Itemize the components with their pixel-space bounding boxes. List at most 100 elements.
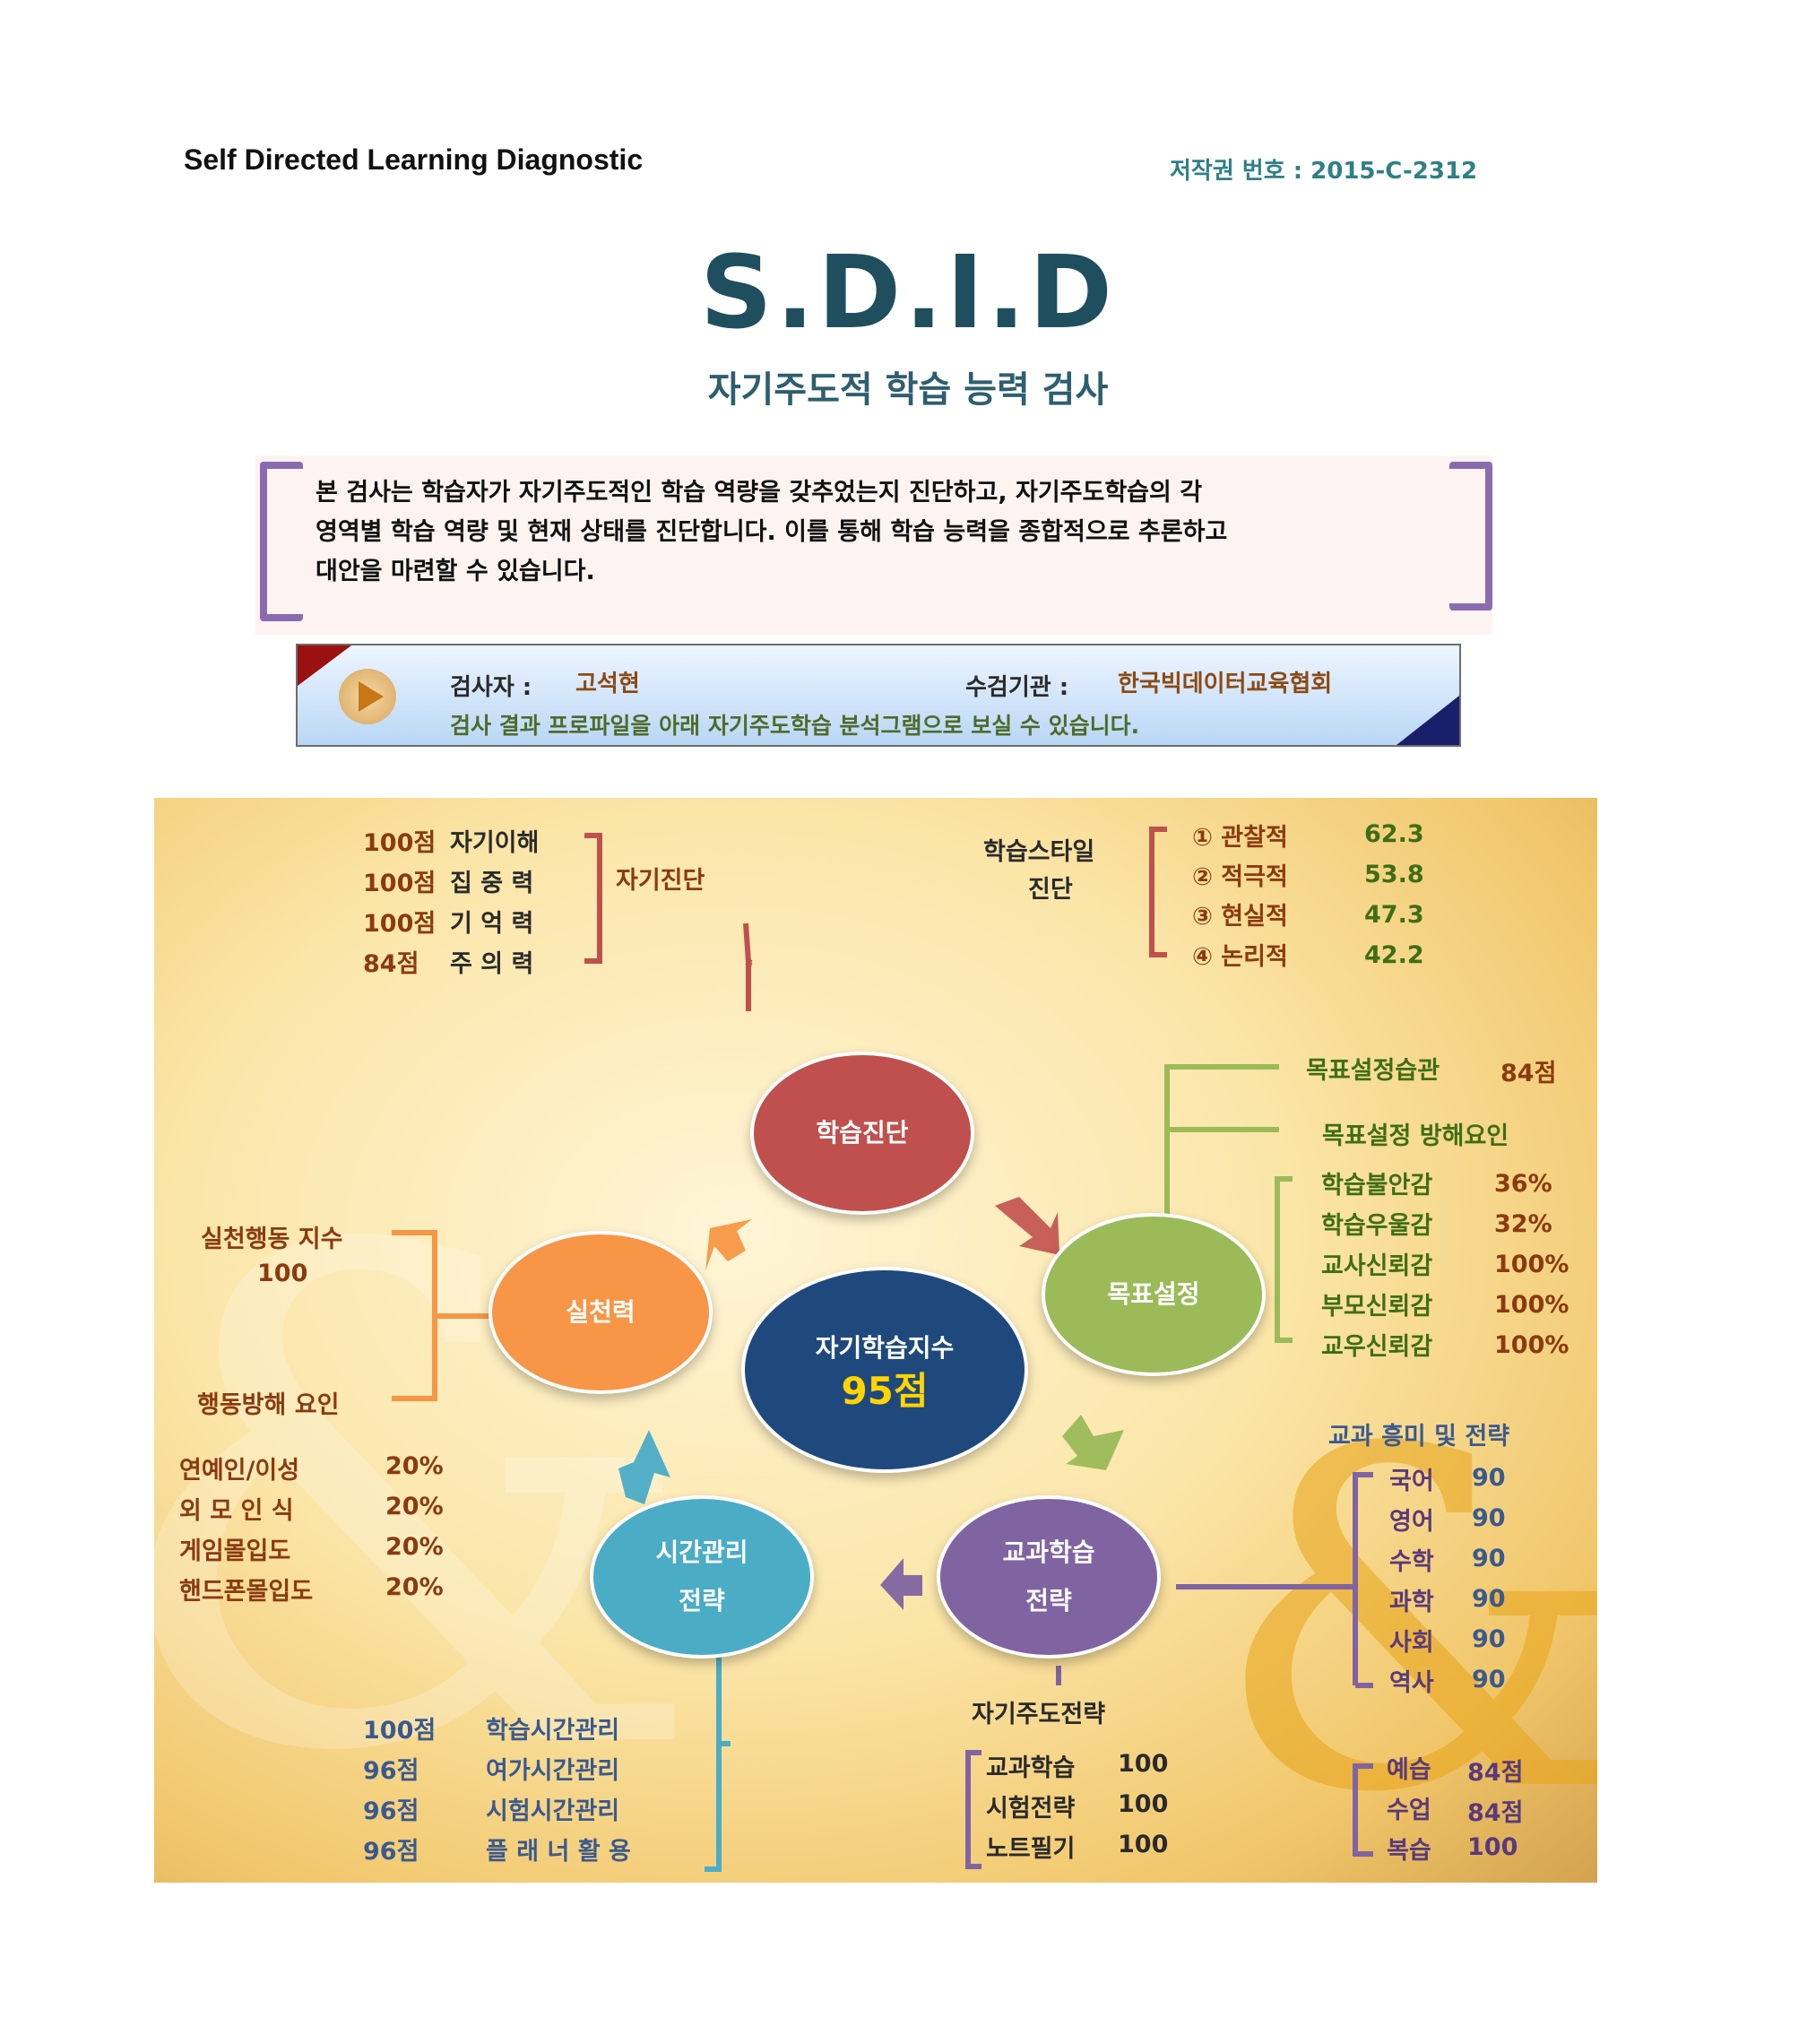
- arrow-to-time: [880, 1558, 922, 1610]
- time-name: 시험시간관리: [486, 1797, 620, 1825]
- goal-factor-name: 학습우울감: [1321, 1212, 1433, 1240]
- diagram-connectors: & &: [154, 827, 1597, 1883]
- time-score: 96점: [363, 1757, 419, 1785]
- style-value: 42.2: [1364, 941, 1424, 969]
- node-practice[interactable]: 실천력: [489, 1231, 713, 1394]
- node-time-label: 시간관리: [655, 1537, 748, 1567]
- strategy-name: 시험전략: [986, 1795, 1076, 1823]
- examinee-info-box: 검사자 : 고석현 수검기관 : 한국빅데이터교육협회 검사 결과 프로파일을 …: [296, 644, 1461, 747]
- center-label: 자기학습지수: [815, 1333, 955, 1363]
- style-name: ④ 논리적: [1192, 943, 1288, 971]
- style-name: ① 관찰적: [1192, 824, 1288, 852]
- study-value: 84점: [1467, 1799, 1524, 1827]
- time-name: 학습시간관리: [486, 1717, 620, 1745]
- goal-factor-value: 100%: [1494, 1331, 1570, 1359]
- self-diagnosis-label: 자기진단: [616, 867, 705, 895]
- subject-value: 90: [1472, 1585, 1506, 1613]
- subject-interest-label: 교과 흥미 및 전략: [1328, 1423, 1510, 1451]
- style-name: ② 적극적: [1192, 863, 1288, 891]
- learning-style-label: 학습스타일: [983, 838, 1095, 866]
- strategy-name: 노트필기: [986, 1835, 1076, 1863]
- arrow-to-subject: [1062, 1415, 1124, 1470]
- subject-value: 90: [1472, 1464, 1506, 1492]
- intro-right-bracket: [1449, 462, 1492, 611]
- node-goal-label: 목표설정: [1107, 1279, 1200, 1309]
- self-diag-name: 집 중 력: [450, 870, 534, 897]
- strategy-name: 교과학습: [986, 1754, 1076, 1782]
- practice-factor-name: 연예인/이성: [179, 1457, 300, 1485]
- subject-name: 과학: [1389, 1589, 1434, 1616]
- goal-factor-value: 36%: [1494, 1170, 1552, 1198]
- practice-factor-value: 20%: [385, 1573, 444, 1601]
- subject-name: 사회: [1389, 1629, 1434, 1657]
- strategy-value: 100: [1118, 1790, 1169, 1818]
- practice-factor-value: 20%: [385, 1452, 444, 1480]
- header-title: Self Directed Learning Diagnostic: [184, 143, 644, 176]
- intro-left-bracket: [260, 462, 303, 621]
- examinee-name: 고석현: [575, 671, 640, 697]
- intro-background: [255, 455, 1492, 635]
- practice-index-label: 실천행동 지수: [201, 1226, 343, 1253]
- institution-label: 수검기관 :: [965, 674, 1069, 701]
- goal-factor-value: 100%: [1494, 1291, 1570, 1319]
- corner-decoration: [298, 645, 351, 686]
- subject-name: 역사: [1389, 1669, 1434, 1697]
- center-score: 95점: [841, 1369, 929, 1413]
- strategy-value: 100: [1118, 1750, 1169, 1778]
- goal-factor-name: 학습불안감: [1321, 1172, 1433, 1200]
- node-subject-label: 교과학습: [1002, 1537, 1095, 1567]
- subject-name: 영어: [1389, 1508, 1434, 1536]
- goal-factor-name: 교사신뢰감: [1321, 1252, 1433, 1280]
- practice-factor-name: 핸드폰몰입도: [179, 1578, 314, 1606]
- goal-factor-value: 100%: [1494, 1251, 1570, 1278]
- examinee-label: 검사자 :: [450, 674, 532, 701]
- subject-name: 수학: [1389, 1548, 1434, 1576]
- copyright-number: 저작권 번호 : 2015-C-2312: [1170, 158, 1478, 185]
- ampersand-decoration: &: [1212, 1351, 1597, 1883]
- intro-line: 대안을 마련할 수 있습니다.: [316, 558, 595, 585]
- node-diagnosis[interactable]: 학습진단: [750, 1052, 974, 1215]
- subject-value: 90: [1472, 1625, 1506, 1653]
- goal-obstacle-label: 목표설정 방해요인: [1322, 1122, 1509, 1150]
- goal-habit-score: 84점: [1500, 1060, 1557, 1087]
- subject-value: 90: [1472, 1666, 1506, 1693]
- goal-factor-name: 부모신뢰감: [1321, 1293, 1433, 1321]
- subject-name: 국어: [1389, 1468, 1434, 1495]
- arrow-to-goal: [995, 1197, 1059, 1255]
- node-time-label: 전략: [679, 1586, 725, 1615]
- self-diag-name: 자기이해: [450, 829, 540, 857]
- time-name: 플 래 너 활 용: [486, 1838, 631, 1866]
- node-subject-strategy[interactable]: 교과학습 전략: [937, 1495, 1161, 1659]
- practice-obstacle-label: 행동방해 요인: [197, 1391, 340, 1419]
- study-name: 예습: [1387, 1756, 1431, 1784]
- practice-index-value: 100: [257, 1260, 308, 1287]
- self-diag-name: 주 의 력: [450, 950, 534, 978]
- intro-line: 본 검사는 학습자가 자기주도적인 학습 역량을 갖추었는지 진단하고, 자기주…: [316, 479, 1203, 507]
- style-value: 47.3: [1364, 901, 1424, 929]
- intro-text: 본 검사는 학습자가 자기주도적인 학습 역량을 갖추었는지 진단하고, 자기주…: [316, 473, 1481, 592]
- self-diag-score: 100점: [363, 829, 437, 857]
- intro-line: 영역별 학습 역량 및 현재 상태를 진단합니다. 이를 통해 학습 능력을 종…: [316, 518, 1228, 546]
- self-strategy-label: 자기주도전략: [972, 1701, 1106, 1728]
- subject-value: 90: [1472, 1504, 1506, 1532]
- study-value: 84점: [1467, 1759, 1524, 1787]
- node-diagnosis-label: 학습진단: [816, 1118, 909, 1148]
- style-name: ③ 현실적: [1192, 903, 1288, 931]
- node-practice-label: 실천력: [566, 1297, 636, 1327]
- node-subject-label: 전략: [1025, 1586, 1072, 1615]
- strategy-value: 100: [1118, 1831, 1169, 1858]
- style-value: 53.8: [1364, 861, 1424, 888]
- goal-factor-name: 교우신뢰감: [1321, 1333, 1433, 1361]
- page-subtitle: 자기주도적 학습 능력 검사: [707, 369, 1109, 411]
- self-diag-score: 84점: [363, 950, 419, 978]
- info-note: 검사 결과 프로파일을 아래 자기주도학습 분석그램으로 보실 수 있습니다.: [450, 713, 1140, 739]
- node-center[interactable]: 자기학습지수 95점: [741, 1267, 1028, 1473]
- practice-factor-name: 외 모 인 식: [179, 1497, 294, 1525]
- node-time-strategy[interactable]: 시간관리 전략: [590, 1495, 814, 1659]
- goal-habit-label: 목표설정습관: [1306, 1057, 1440, 1085]
- goal-factor-value: 32%: [1494, 1210, 1552, 1238]
- subject-value: 90: [1472, 1545, 1506, 1572]
- node-goal[interactable]: 목표설정: [1042, 1213, 1266, 1376]
- play-icon[interactable]: [339, 669, 396, 724]
- page-title: S.D.I.D: [700, 235, 1116, 351]
